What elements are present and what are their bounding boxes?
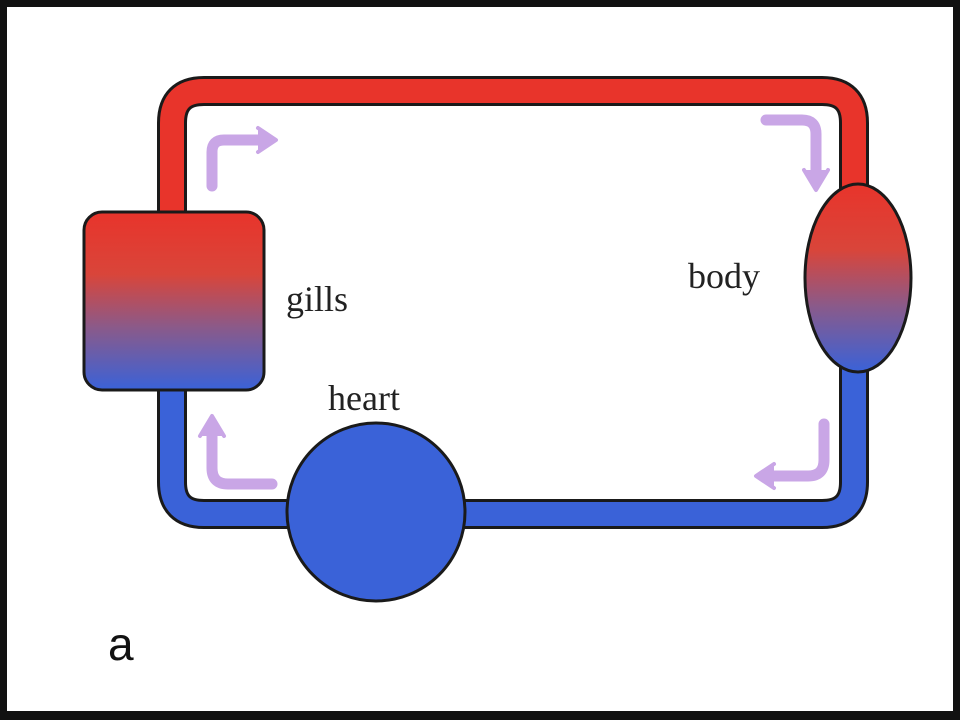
arrow-right-down-icon	[760, 114, 830, 192]
panel-label: a	[108, 618, 134, 670]
body-label: body	[688, 256, 760, 296]
gills-organ	[82, 210, 266, 392]
deoxygenated-vessel	[160, 360, 866, 526]
arrow-left-up-icon	[198, 414, 278, 490]
gills-label: gills	[286, 279, 348, 319]
heart-organ	[285, 421, 467, 603]
arrow-up-right-icon	[206, 126, 278, 192]
oxygenated-vessel	[160, 79, 866, 215]
deoxygenated-vessel-outline	[157, 360, 869, 529]
heart-label: heart	[328, 378, 400, 418]
arrow-down-left-icon	[754, 418, 830, 490]
oxygenated-vessel-outline	[157, 76, 869, 215]
body-organ	[803, 182, 913, 374]
flow-arrows	[198, 114, 830, 490]
